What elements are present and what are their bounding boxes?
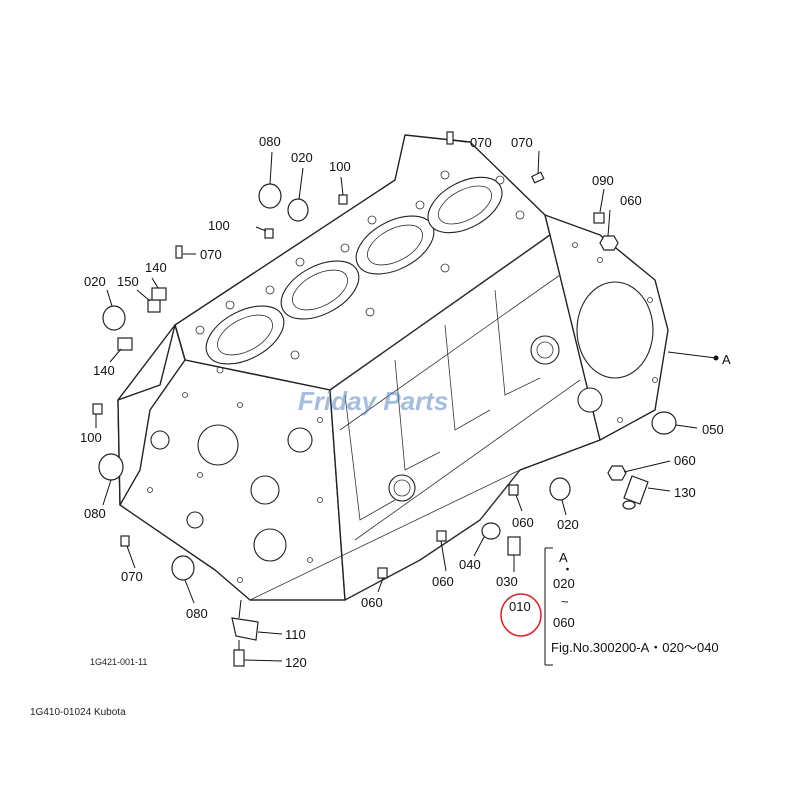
legend-020: 020 [553,576,575,591]
callout-110: 110 [285,627,306,642]
leader-lines [95,139,717,666]
callout-050: 050 [702,422,724,437]
callout-080-left: 080 [84,506,106,521]
callout-030: 030 [496,574,518,589]
callout-060-bottom1: 060 [432,574,454,589]
callout-130: 130 [674,485,696,500]
legend-tilde: ~ [561,594,569,609]
footer-caption: 1G410-01024 Kubota [30,707,126,718]
callout-080-bottom: 080 [186,606,208,621]
callout-080-top: 080 [259,134,281,149]
callout-060-bottom2: 060 [361,595,383,610]
callout-060-mid: 060 [512,515,534,530]
callout-060-right2: 060 [674,453,696,468]
callout-070-top2: 070 [511,135,533,150]
callout-100-left: 100 [208,218,230,233]
callout-labels: 080 020 100 070 070 090 060 100 070 140 … [80,134,731,670]
cylinder-block-drawing [117,134,669,601]
callout-100-left-bottom: 100 [80,430,102,445]
callout-150: 150 [117,274,139,289]
callout-020-top: 020 [291,150,313,165]
callout-120: 120 [285,655,307,670]
callout-060-right1: 060 [620,193,642,208]
drawing-code: 1G421-001-11 [90,657,147,667]
callout-040: 040 [459,557,481,572]
callout-090: 090 [592,173,614,188]
callout-100-top: 100 [329,159,351,174]
arrow-a-dot [713,355,719,361]
callout-070-top1: 070 [470,135,492,150]
legend-060: 060 [553,615,575,630]
legend-fig-no: Fig.No.300200-A・020～040 [551,640,719,655]
legend-dot: ・ [561,562,574,577]
callout-020-left: 020 [84,274,106,289]
callout-070-left-bottom: 070 [121,569,143,584]
legend-a: A [559,550,568,565]
callout-140-top: 140 [145,260,167,275]
callout-010: 010 [509,599,531,614]
watermark-logo: Friday Parts [298,386,448,416]
callout-arrow-a: A [722,352,731,367]
range-legend: A ・ 020 ~ 060 Fig.No.300200-A・020～040 [551,550,719,655]
callout-020-mid: 020 [557,517,579,532]
highlight-circle-010 [500,593,542,637]
callout-070-left: 070 [200,247,222,262]
callout-140-bottom: 140 [93,363,115,378]
